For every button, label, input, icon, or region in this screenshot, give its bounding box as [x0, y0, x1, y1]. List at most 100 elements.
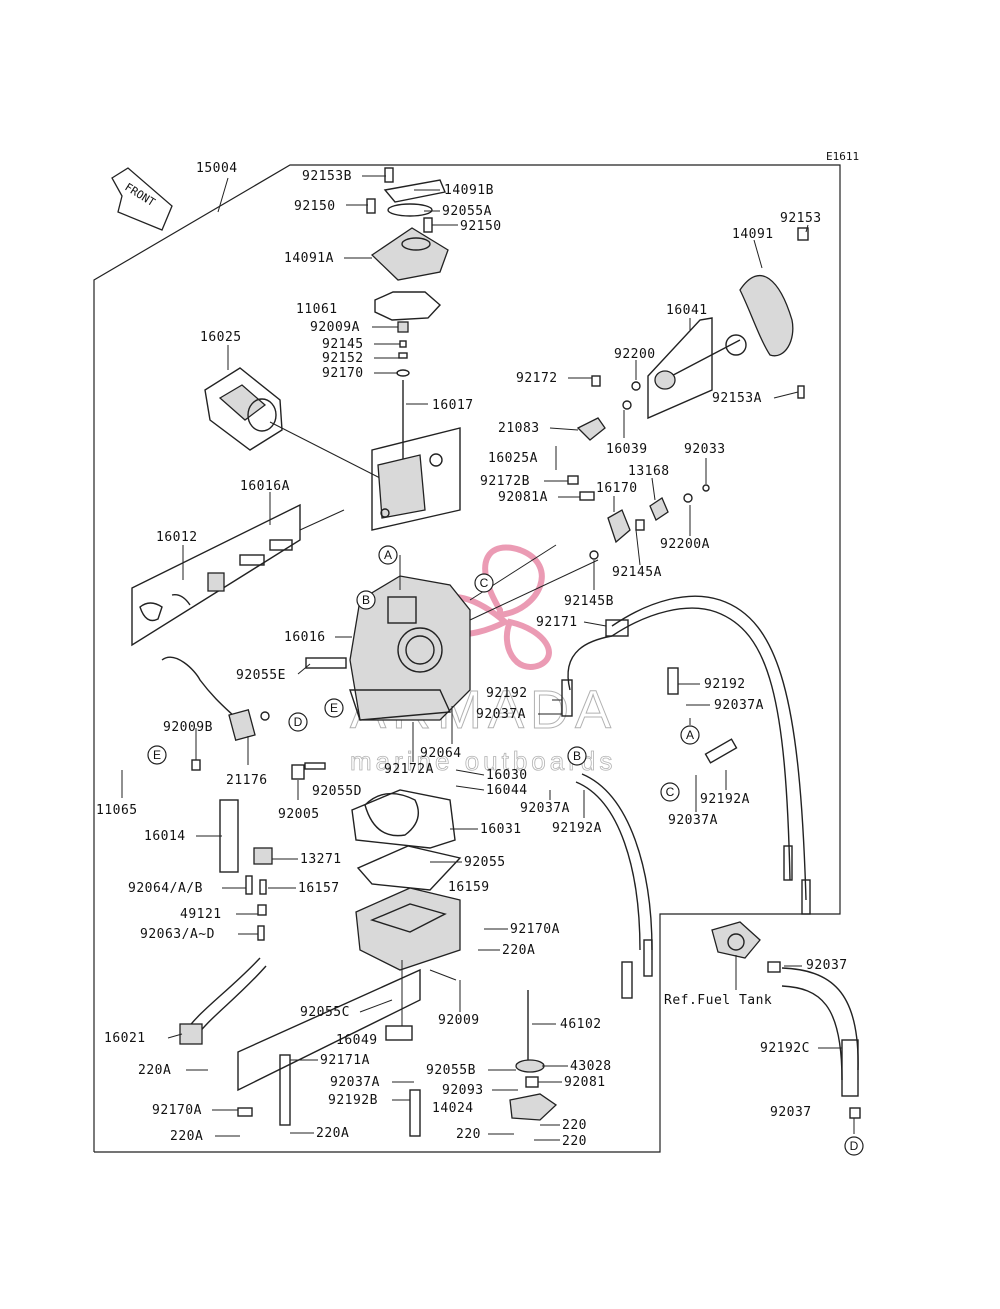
- part-label: 92055: [464, 855, 506, 870]
- float-bowl: [355, 887, 461, 1041]
- part-label: 92200A: [660, 537, 710, 552]
- svg-text:D: D: [850, 1139, 859, 1153]
- callout-A-top: A: [378, 545, 398, 565]
- part-label: 16170: [596, 481, 638, 496]
- part-label: 13168: [628, 464, 670, 479]
- part-label: 16012: [156, 530, 198, 545]
- part-label: 92171A: [320, 1053, 370, 1068]
- part-label: 92093: [442, 1083, 484, 1098]
- part-label: 92192C: [760, 1041, 810, 1056]
- part-label: 92064/A/B: [128, 881, 203, 896]
- part-label: 220: [456, 1127, 481, 1142]
- leader-lines: [121, 175, 855, 1141]
- part-label: 92150: [460, 219, 502, 234]
- part-label: 92037A: [520, 801, 570, 816]
- jet-needle-parts: [131, 503, 345, 647]
- part-label: 92170: [322, 366, 364, 381]
- fuel-tap: [711, 921, 861, 1119]
- throttle-valve: [371, 427, 461, 531]
- part-label: 43028: [570, 1059, 612, 1074]
- part-label: 92037A: [668, 813, 718, 828]
- part-label: 11065: [96, 803, 138, 818]
- callout-C-right: C: [660, 782, 680, 802]
- part-label: 92192A: [700, 792, 750, 807]
- callout-C-top: C: [474, 573, 494, 593]
- callout-B-right: B: [567, 746, 587, 766]
- part-label: 92055E: [236, 668, 286, 683]
- part-label: 92009A: [310, 320, 360, 335]
- part-label: 92055B: [426, 1063, 476, 1078]
- svg-text:E: E: [153, 748, 161, 762]
- air-filter-gasket: [204, 367, 381, 479]
- part-label: 92037A: [714, 698, 764, 713]
- svg-text:E: E: [330, 701, 338, 715]
- part-label: 92055C: [300, 1005, 350, 1020]
- part-label: 14091: [732, 227, 774, 242]
- part-label: 92192A: [552, 821, 602, 836]
- part-label: 16049: [336, 1033, 378, 1048]
- part-label: 16025A: [488, 451, 538, 466]
- part-label: 220: [562, 1134, 587, 1149]
- callout-D-top: D: [288, 712, 308, 732]
- part-label: 92063/A~D: [140, 927, 215, 942]
- part-label: 92037: [770, 1105, 812, 1120]
- part-label: 16041: [666, 303, 708, 318]
- part-label: 14091B: [444, 183, 494, 198]
- part-label: 92037A: [476, 707, 526, 722]
- part-label: 92081A: [498, 490, 548, 505]
- part-label: 220: [562, 1118, 587, 1133]
- part-label: 92172A: [384, 762, 434, 777]
- svg-text:C: C: [666, 785, 675, 799]
- part-label: 92171: [536, 615, 578, 630]
- part-label: 92192B: [328, 1093, 378, 1108]
- svg-text:A: A: [686, 728, 694, 742]
- part-label: 92170A: [510, 922, 560, 937]
- part-label: 92005: [278, 807, 320, 822]
- throttle-shaft: [591, 317, 747, 420]
- callout-A-right: A: [680, 725, 700, 745]
- part-label: 15004: [196, 161, 238, 176]
- vent-hoses: [561, 595, 811, 999]
- callout-E-left: E: [147, 745, 167, 765]
- part-label: 92145: [322, 337, 364, 352]
- part-label: 16157: [298, 881, 340, 896]
- part-label: 92145A: [612, 565, 662, 580]
- part-label: 14091A: [284, 251, 334, 266]
- link-levers: [567, 417, 710, 560]
- pilot-jets: [219, 799, 273, 941]
- part-label: 92037: [806, 958, 848, 973]
- pump-cover: [351, 789, 456, 849]
- part-label: 92153: [780, 211, 822, 226]
- part-label: 92009: [438, 1013, 480, 1028]
- part-label: 13271: [300, 852, 342, 867]
- part-label: 92064: [420, 746, 462, 761]
- part-labels: 15004 92153B 14091B 92150 92055A 92150 1…: [96, 161, 848, 1149]
- part-label: 92055A: [442, 204, 492, 219]
- part-label: 220A: [138, 1063, 171, 1078]
- part-label: 220A: [316, 1126, 349, 1141]
- part-label: 92200: [614, 347, 656, 362]
- callout-D-bottom: D: [844, 1136, 864, 1156]
- svg-text:C: C: [480, 576, 489, 590]
- accelerator-pump: [509, 990, 558, 1121]
- part-label: 16021: [104, 1031, 146, 1046]
- part-label: 92055D: [312, 784, 362, 799]
- front-arrow-icon: FRONT: [111, 167, 173, 231]
- part-label: 16016: [284, 630, 326, 645]
- top-cover-assembly: [366, 167, 449, 460]
- part-label: 92081: [564, 1075, 606, 1090]
- part-label: 21083: [498, 421, 540, 436]
- svg-text:B: B: [362, 593, 370, 607]
- part-label: 11061: [296, 302, 338, 317]
- svg-text:A: A: [384, 548, 392, 562]
- part-label: 92192: [704, 677, 746, 692]
- part-label: 92037A: [330, 1075, 380, 1090]
- part-label: 92009B: [163, 720, 213, 735]
- part-label: 16016A: [240, 479, 290, 494]
- svg-text:B: B: [573, 749, 581, 763]
- part-label: 16014: [144, 829, 186, 844]
- part-label: 16030: [486, 768, 528, 783]
- diagram-code: E1611: [826, 150, 859, 163]
- callout-B-top: B: [356, 590, 376, 610]
